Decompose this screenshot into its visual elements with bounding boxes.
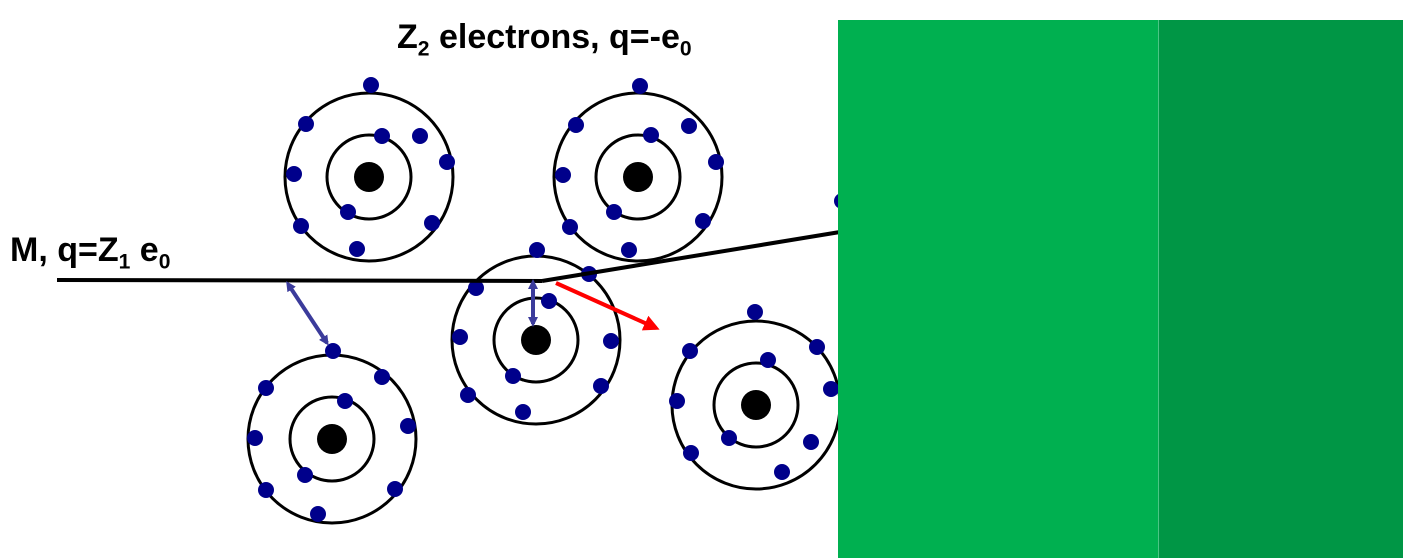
electrons-label-z: Z [397,18,418,56]
electron [721,430,737,446]
inner-orbit [288,395,376,483]
nucleus [741,390,771,420]
projectile-label-z-subscript: 1 [118,250,131,274]
electron [529,242,545,258]
electron [258,380,274,396]
outer-orbit [283,91,455,263]
atom [283,77,455,263]
electron [562,219,578,235]
electron [374,369,390,385]
projectile-label-text: M, q=Z [10,231,119,269]
green-panel-left [838,20,1158,558]
electron [452,329,468,345]
projectile-trajectory-scattered [541,230,841,283]
electron [823,381,839,397]
projectile-label-e: e [130,231,159,269]
electron [505,368,521,384]
electron [412,128,428,144]
inner-orbit [594,133,682,221]
electron [515,404,531,420]
projectile-trajectory-incoming [56,278,543,283]
electron [774,464,790,480]
nucleus [354,162,384,192]
electron [568,117,584,133]
electrons-label-z-subscript: 2 [417,37,430,61]
inner-orbit [712,361,800,449]
atom [246,343,418,525]
electron [643,127,659,143]
electron [681,118,697,134]
electron [293,218,309,234]
electron [374,128,390,144]
electron [247,430,263,446]
electrons-label-e-subscript: 0 [679,37,692,61]
nucleus [317,424,347,454]
electron [310,506,326,522]
electron [387,481,403,497]
electron [258,482,274,498]
electron [695,213,711,229]
atoms-layer [246,77,850,525]
projectile-label-e-subscript: 0 [158,250,171,274]
electron [325,343,341,359]
electron [809,339,825,355]
electron [803,434,819,450]
electron [683,445,699,461]
electron [621,242,637,258]
atom [450,242,622,426]
electron [460,387,476,403]
electron [603,333,619,349]
electron [400,418,416,434]
electron [541,293,557,309]
electron [682,343,698,359]
electron [468,280,484,296]
panel-divider [1158,20,1159,558]
electrons-label-text: electrons, q=-e [429,18,680,56]
atom [669,304,842,491]
electron [606,204,622,220]
electrons-label: Z2 electrons, q=-e0 [397,18,692,59]
electron [298,116,314,132]
electron [286,166,302,182]
electron [340,204,356,220]
electron [349,241,365,257]
electron [555,167,571,183]
green-panel-right [1159,20,1403,558]
electron [632,78,648,94]
electron [708,154,724,170]
electron [439,154,455,170]
recoil-arrow [555,281,660,331]
nucleus [623,162,653,192]
electron [747,304,763,320]
electron [297,467,313,483]
electron [760,352,776,368]
atom [552,78,724,263]
electron [363,77,379,93]
electron [669,393,685,409]
electron [593,378,609,394]
inner-orbit [325,133,413,221]
projectile-label: M, q=Z1 e0 [10,231,170,272]
electron [337,393,353,409]
electron [424,215,440,231]
distant-interaction-arrow [286,281,329,346]
nucleus [521,325,551,355]
